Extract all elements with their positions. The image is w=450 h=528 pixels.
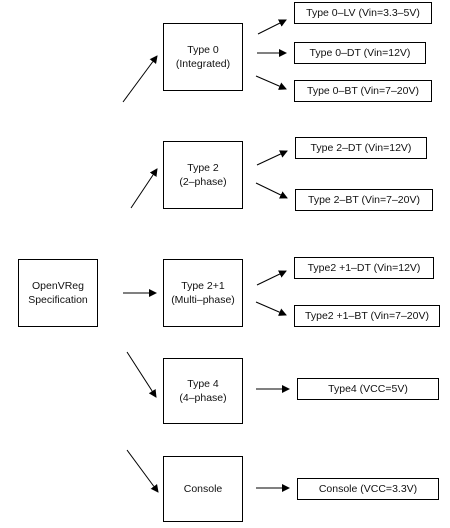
type-node-type4: Type 4 (4–phase) [163, 358, 243, 424]
type-node-line2: (4–phase) [179, 392, 227, 404]
type-node-line2: (Integrated) [175, 58, 231, 70]
arrow-root-to-console [126, 449, 159, 493]
arrow-root-to-type0 [122, 55, 158, 103]
type-node-type2: Type 2 (2–phase) [163, 141, 243, 209]
arrow-type21-to-dt [256, 270, 287, 286]
variant-type2-dt: Type 2–DT (Vin=12V) [295, 137, 427, 159]
root-node: OpenVReg Specification [18, 259, 98, 327]
type-node-line1: Type 2+1 [181, 279, 225, 292]
type-node-line1: Type 2 [187, 161, 219, 174]
root-line2: Specification [28, 294, 88, 306]
type-node-line1: Type 0 [187, 43, 219, 56]
type-node-line1: Type 4 [187, 377, 219, 390]
type-node-line1: Console [183, 482, 223, 495]
arrow-root-to-type2 [130, 168, 158, 209]
type-node-line2: (2–phase) [179, 176, 227, 188]
type-node-type0: Type 0 (Integrated) [163, 23, 243, 91]
variant-console: Console (VCC=3.3V) [297, 478, 439, 500]
variant-type4: Type4 (VCC=5V) [297, 378, 439, 400]
variant-type0-lv: Type 0–LV (Vin=3.3–5V) [294, 2, 432, 24]
variant-type21-bt: Type2 +1–BT (Vin=7–20V) [294, 305, 440, 327]
variant-type0-bt: Type 0–BT (Vin=7–20V) [294, 80, 432, 102]
arrow-type0-to-bt [255, 75, 287, 90]
variant-type21-dt: Type2 +1–DT (Vin=12V) [294, 257, 434, 279]
arrow-type0-to-lv [257, 19, 287, 35]
arrow-type21-to-bt [255, 301, 287, 316]
arrow-root-to-type4 [126, 351, 157, 398]
type-node-line2: (Multi–phase) [171, 294, 235, 306]
arrow-type2-to-bt [255, 182, 288, 199]
type-node-type21: Type 2+1 (Multi–phase) [163, 259, 243, 327]
variant-type2-bt: Type 2–BT (Vin=7–20V) [295, 189, 433, 211]
root-line1: OpenVReg [32, 279, 84, 292]
arrow-type2-to-dt [256, 150, 288, 166]
type-node-console: Console [163, 456, 243, 522]
variant-type0-dt: Type 0–DT (Vin=12V) [294, 42, 426, 64]
